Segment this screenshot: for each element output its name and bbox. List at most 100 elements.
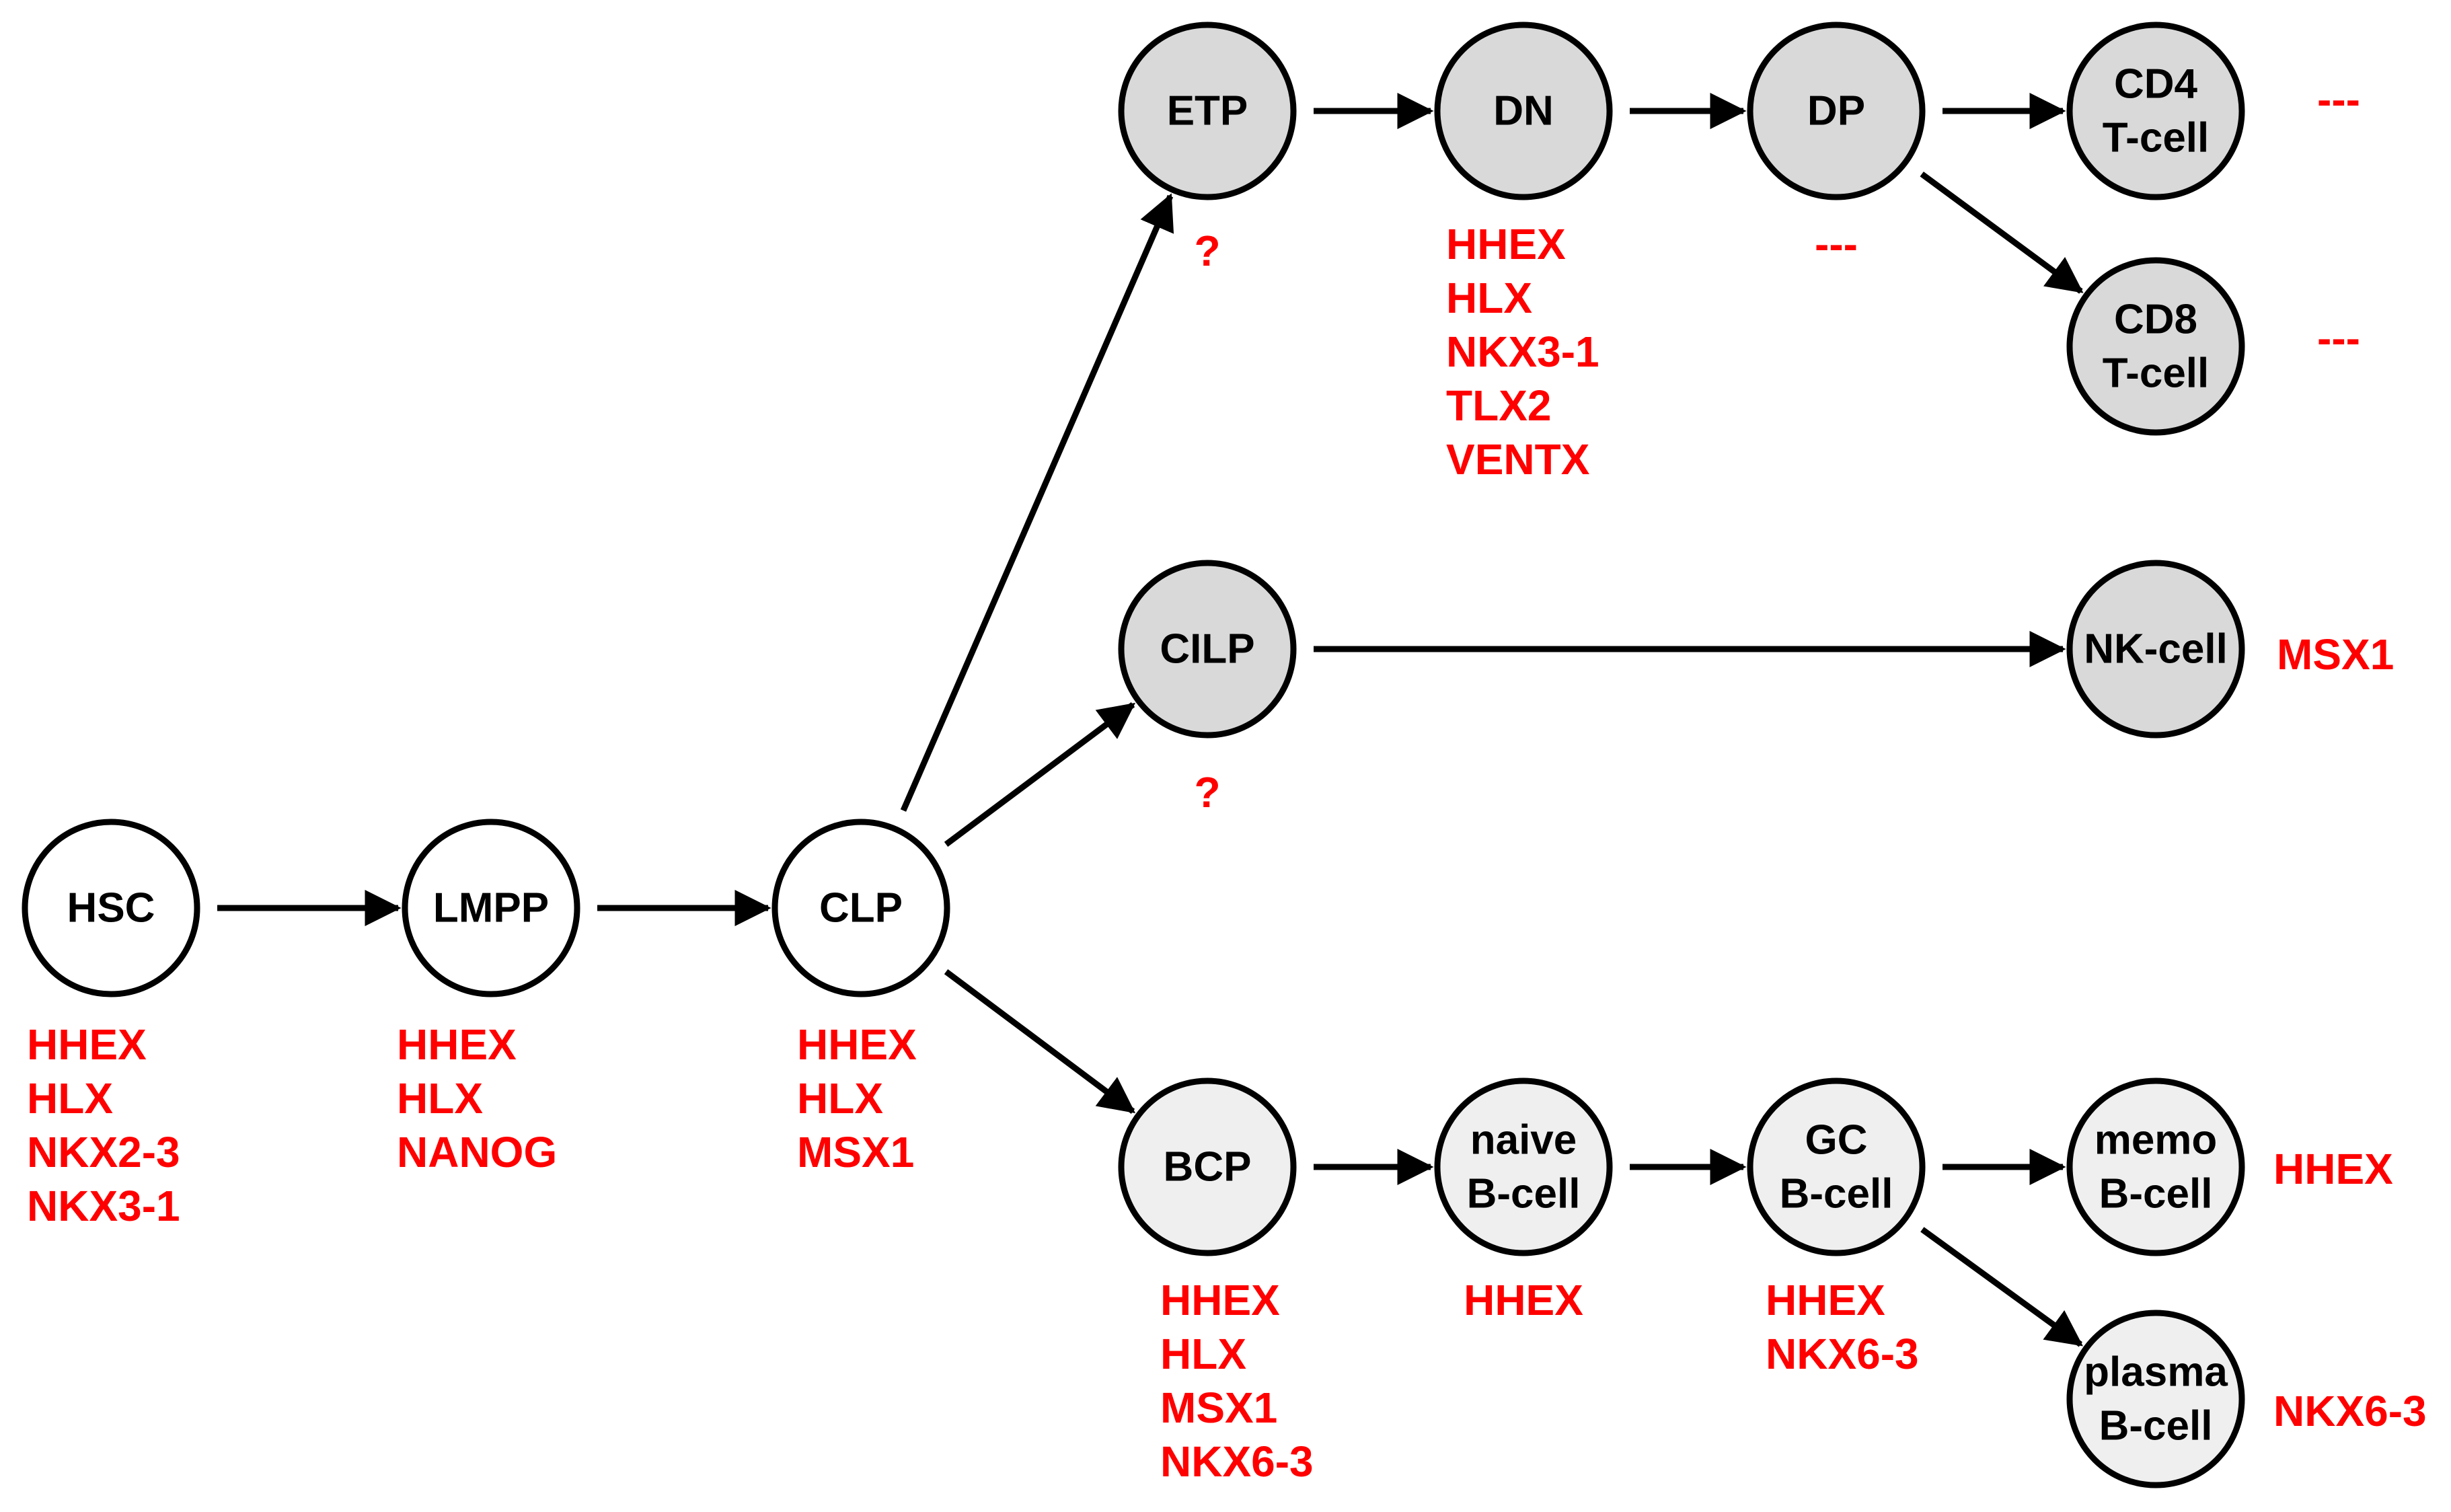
- gene-label-clp: HHEX: [797, 1020, 917, 1069]
- node-label-plasma: B-cell: [2099, 1402, 2213, 1449]
- node-dp: DP: [1747, 22, 1926, 200]
- node-circle-bcp: [1118, 1078, 1297, 1256]
- node-label-dp: DP: [1807, 87, 1865, 134]
- node-nk: NK-cell: [2066, 560, 2245, 739]
- gene-label-bcp: HHEX: [1160, 1276, 1280, 1324]
- gene-label-etp: ?: [1194, 227, 1220, 275]
- gene-list-etp: ?: [1194, 227, 1220, 275]
- arrow-gc-to-plasma: [1920, 1227, 2083, 1347]
- gene-label-dn: HLX: [1446, 274, 1532, 322]
- gene-label-bcp: HLX: [1160, 1330, 1246, 1378]
- node-label-lmpp: LMPP: [433, 884, 549, 931]
- node-circle-dn: [1434, 22, 1613, 200]
- node-label-gc: GC: [1805, 1117, 1868, 1163]
- node-lmpp: LMPP: [402, 819, 580, 997]
- gene-label-hsc: NKX2-3: [27, 1128, 180, 1176]
- node-label-etp: ETP: [1167, 87, 1248, 134]
- node-label-plasma: plasma: [2084, 1349, 2228, 1395]
- node-label-bcp: BCP: [1164, 1143, 1252, 1190]
- gene-label-dp: ---: [1815, 220, 1858, 268]
- node-label-dn: DN: [1493, 87, 1554, 134]
- gene-label-clp: HLX: [797, 1074, 883, 1123]
- node-etp: ETP: [1118, 22, 1297, 200]
- node-label-cd8: CD8: [2114, 296, 2197, 342]
- node-hsc: HSC: [22, 819, 200, 997]
- node-clp: CLP: [771, 819, 950, 997]
- node-label-cilp: CILP: [1160, 626, 1254, 672]
- gene-list-nk: MSX1: [2277, 630, 2394, 679]
- genes-layer: HHEXHLXNKX2-3NKX3-1HHEXHLXNANOGHHEXHLXMS…: [27, 75, 2427, 1486]
- node-label-hsc: HSC: [67, 884, 155, 931]
- node-circle-hsc: [22, 819, 200, 997]
- gene-list-dp: ---: [1815, 220, 1858, 268]
- gene-list-cd8: ---: [2317, 314, 2360, 363]
- node-label-cd4: CD4: [2114, 61, 2198, 107]
- node-label-naive: B-cell: [1467, 1170, 1581, 1217]
- gene-label-plasma: NKX6-3: [2273, 1387, 2427, 1435]
- gene-label-cilp: ?: [1194, 768, 1220, 817]
- node-circle-etp: [1118, 22, 1297, 200]
- arrow-clp-to-etp: [900, 193, 1174, 812]
- node-circle-plasma: [2066, 1310, 2245, 1488]
- gene-label-lmpp: HHEX: [397, 1020, 517, 1069]
- edges-layer: [217, 93, 2084, 1347]
- node-label-cd4: T-cell: [2103, 114, 2210, 161]
- node-gc: GC B-cell: [1747, 1078, 1926, 1256]
- gene-list-plasma: NKX6-3: [2273, 1387, 2427, 1435]
- gene-label-hsc: HHEX: [27, 1020, 147, 1069]
- node-label-naive: naive: [1470, 1117, 1577, 1163]
- gene-label-gc: NKX6-3: [1766, 1330, 1919, 1378]
- gene-label-cd8: ---: [2317, 314, 2360, 363]
- gene-label-naive: HHEX: [1464, 1276, 1583, 1324]
- node-bcp: BCP: [1118, 1078, 1297, 1256]
- arrow-clp-to-cilp: [944, 702, 1136, 847]
- gene-label-lmpp: HLX: [397, 1074, 483, 1123]
- node-label-cd8: T-cell: [2103, 350, 2210, 396]
- node-dn: DN: [1434, 22, 1613, 200]
- node-circle-cilp: [1118, 560, 1297, 739]
- node-circle-cd4: [2066, 22, 2245, 200]
- node-label-gc: B-cell: [1780, 1170, 1893, 1217]
- node-circle-nk: [2066, 560, 2245, 739]
- node-label-memo: memo: [2095, 1117, 2218, 1163]
- gene-label-dn: VENTX: [1446, 435, 1590, 484]
- gene-label-dn: NKX3-1: [1446, 328, 1599, 376]
- gene-label-cd4: ---: [2317, 75, 2360, 124]
- node-label-nk: NK-cell: [2084, 626, 2228, 672]
- node-circle-memo: [2066, 1078, 2245, 1256]
- node-circle-dp: [1747, 22, 1926, 200]
- gene-label-dn: HHEX: [1446, 220, 1566, 268]
- gene-label-bcp: NKX6-3: [1160, 1437, 1314, 1486]
- node-label-memo: B-cell: [2099, 1170, 2213, 1217]
- gene-list-cilp: ?: [1194, 768, 1220, 817]
- gene-label-hsc: NKX3-1: [27, 1182, 180, 1230]
- gene-list-clp: HHEX HLX MSX1: [797, 1020, 917, 1176]
- gene-list-cd4: ---: [2317, 75, 2360, 124]
- gene-label-hsc: HLX: [27, 1074, 113, 1123]
- gene-list-naive: HHEX: [1464, 1276, 1583, 1324]
- gene-label-clp: MSX1: [797, 1128, 914, 1176]
- gene-label-dn: TLX2: [1446, 381, 1551, 430]
- node-circle-lmpp: [402, 819, 580, 997]
- node-circle-clp: [771, 819, 950, 997]
- gene-label-gc: HHEX: [1766, 1276, 1885, 1324]
- arrow-clp-to-bcp: [944, 969, 1136, 1114]
- node-circle-naive: [1434, 1078, 1613, 1256]
- node-cilp: CILP: [1118, 560, 1297, 739]
- gene-label-memo: HHEX: [2273, 1145, 2393, 1193]
- gene-list-memo: HHEX: [2273, 1145, 2393, 1193]
- node-label-clp: CLP: [819, 884, 903, 931]
- node-circle-gc: [1747, 1078, 1926, 1256]
- node-circle-cd8: [2066, 257, 2245, 436]
- arrow-dp-to-cd8: [1920, 172, 2084, 294]
